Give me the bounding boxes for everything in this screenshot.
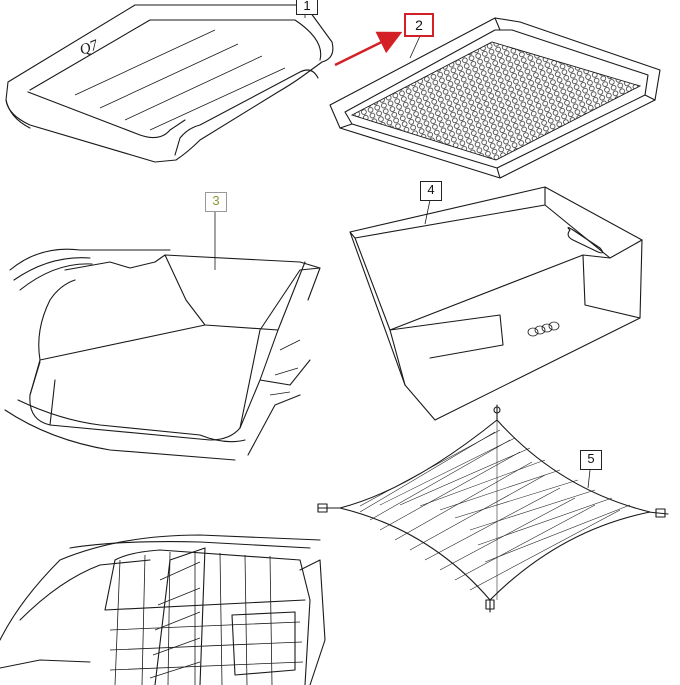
red-arrow bbox=[334, 31, 403, 67]
dog-guard-icon bbox=[0, 534, 326, 685]
callout-1: 1 bbox=[296, 0, 318, 15]
storage-box-icon bbox=[349, 186, 643, 421]
callout-3: 3 bbox=[205, 192, 227, 212]
cargo-net-icon bbox=[317, 404, 669, 613]
trunk-mat-icon bbox=[5, 4, 334, 163]
cargo-liner-icon bbox=[4, 248, 321, 461]
callout-2: 2 bbox=[404, 13, 434, 37]
callout-4: 4 bbox=[420, 181, 442, 201]
callout-5: 5 bbox=[580, 450, 602, 470]
mesh-tray-icon bbox=[329, 17, 661, 179]
